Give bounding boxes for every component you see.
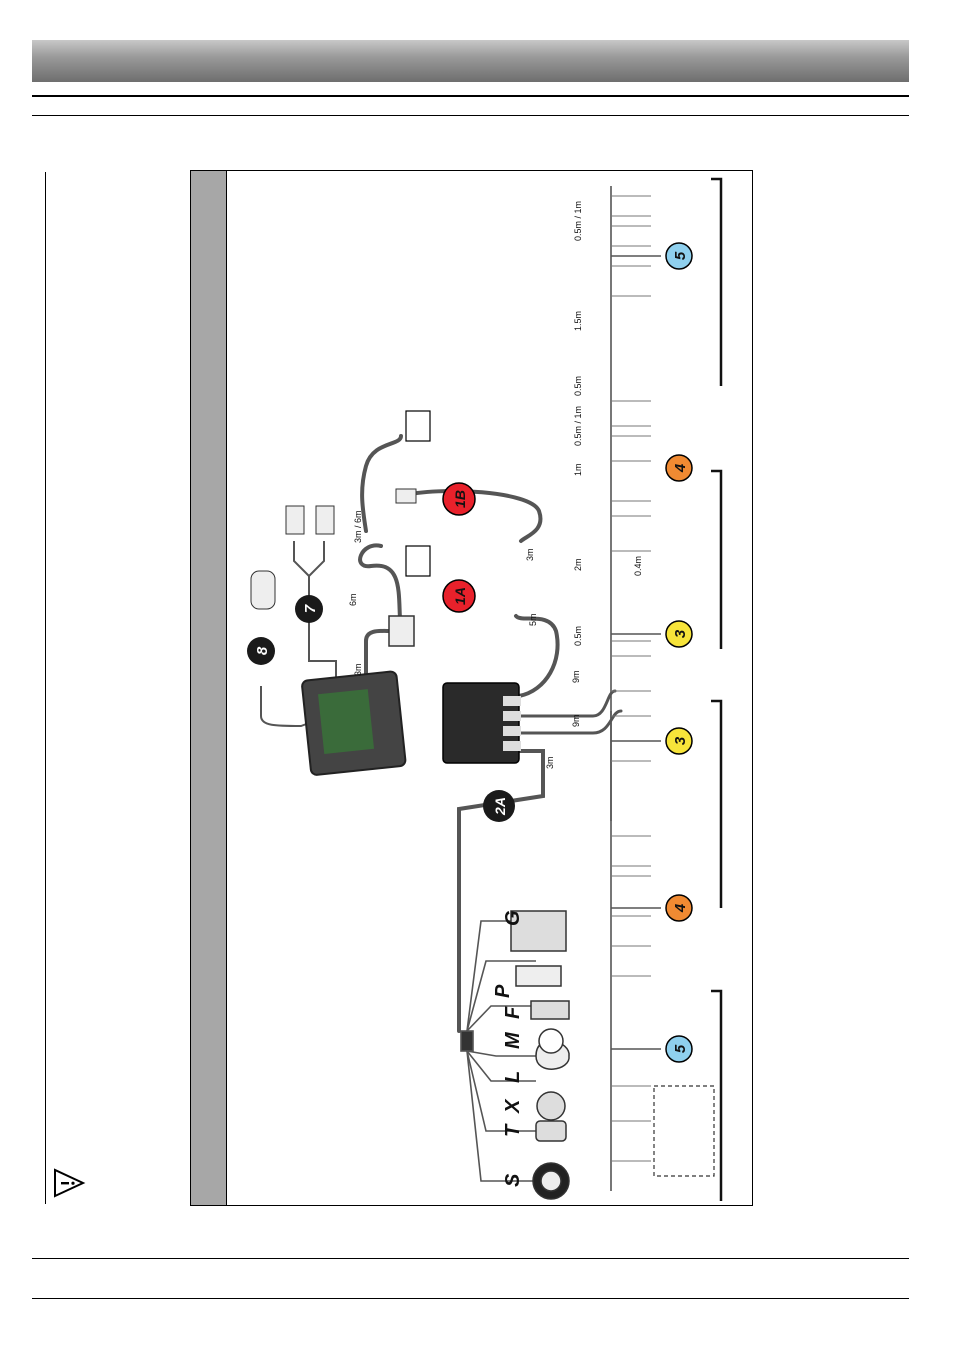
footer-rule-top [32,1258,909,1259]
sensor-harness [460,920,536,1182]
svg-text:1B: 1B [452,490,468,508]
length-1m: 1m [573,463,583,476]
badge-3-lower: 3 [665,727,693,755]
ecu-box-icon [442,682,521,764]
sensor-pressure-icon [515,965,562,987]
svg-text:5: 5 [672,251,689,260]
frame-side-band [191,171,227,1205]
length-6m: 6m [348,593,358,606]
sensor-7b-icon [315,505,335,535]
badge-2a: 2A [483,790,515,822]
cable-1b-loop [399,489,543,543]
sensor-tank-icon [535,1120,567,1142]
svg-text:1A: 1A [452,587,468,605]
cable-1a-terminal [364,628,393,678]
length-05m-b: 0.5m [573,376,583,396]
antenna-icon [250,570,276,610]
length-3m-6m: 3m / 6m [353,510,363,543]
badge-5-upper: 5 [665,242,693,270]
cable-1a-battery [358,543,403,633]
label-sensor-t: T [502,1123,524,1137]
length-15m: 1.5m [573,311,583,331]
header-rule-bottom [32,115,909,116]
sensor-valve-icon [510,910,567,952]
connector-1b-icon [395,488,417,504]
wiring-diagram-frame: S T X L M F P G [190,170,753,1206]
battery-icon [405,410,431,577]
badge-5-lower: 5 [665,1035,693,1063]
header-rule-top [32,95,909,97]
optional-box [653,1085,715,1177]
label-sensor-s: S [502,1173,524,1187]
length-05m-1m-b: 0.5m / 1m [573,201,583,241]
section-brackets [711,177,723,1201]
length-9m-lower: 9m [571,714,581,727]
length-9m-upper: 9m [571,670,581,683]
sensor-hub-icon [536,1091,566,1121]
length-04m: 0.4m [633,556,643,576]
badge-1a: 1A [442,579,476,613]
length-3m-1b: 3m [525,548,535,561]
sensor-flow-icon [530,1000,570,1020]
warning-icon [52,1166,86,1205]
cable-trunk-upper [517,689,617,718]
length-05m-a: 0.5m [573,626,583,646]
screen-terminal-icon [301,670,407,776]
margin-line [45,172,46,1204]
footer-rule-bottom [32,1298,909,1299]
length-05m-1m-a: 0.5m / 1m [573,406,583,446]
section-cables [610,186,661,1191]
svg-text:8: 8 [254,646,271,655]
badge-4-lower: 4 [665,894,693,922]
badge-7: 7 [295,595,323,623]
svg-text:3: 3 [672,736,689,745]
sensor-7a-icon [285,505,305,535]
cable-2a [457,749,545,1033]
label-sensor-x: X [502,1098,524,1114]
header-band [32,40,909,82]
cable-8 [260,686,310,728]
svg-text:4: 4 [672,903,689,913]
length-3m-1a: 3m [353,663,363,676]
length-3m-2a: 3m [545,756,555,769]
cable-1a-main [514,614,560,698]
badge-4-upper: 4 [665,454,693,482]
svg-text:3: 3 [672,629,689,638]
label-sensor-f: F [502,1006,524,1019]
length-5m: 5m [528,613,538,626]
svg-text:4: 4 [672,463,689,473]
label-sensor-p: P [492,984,514,998]
connector-1a-icon [388,615,415,647]
cable-7-split [293,541,325,577]
badge-8: 8 [247,637,275,665]
svg-text:2A: 2A [492,797,508,816]
label-sensor-g: G [502,910,524,926]
svg-text:7: 7 [302,604,319,613]
cable-1b-battery [360,434,403,533]
label-sensor-l: L [502,1071,524,1083]
cable-7 [308,576,337,689]
sensor-gauge-icon [538,1028,564,1054]
badge-3-upper: 3 [665,620,693,648]
svg-text:5: 5 [672,1044,689,1053]
badge-1b: 1B [442,482,476,516]
wiring-diagram: S T X L M F P G [247,177,723,1201]
cable-trunk-lower [517,709,623,735]
label-sensor-m: M [502,1031,524,1049]
length-2m: 2m [573,558,583,571]
